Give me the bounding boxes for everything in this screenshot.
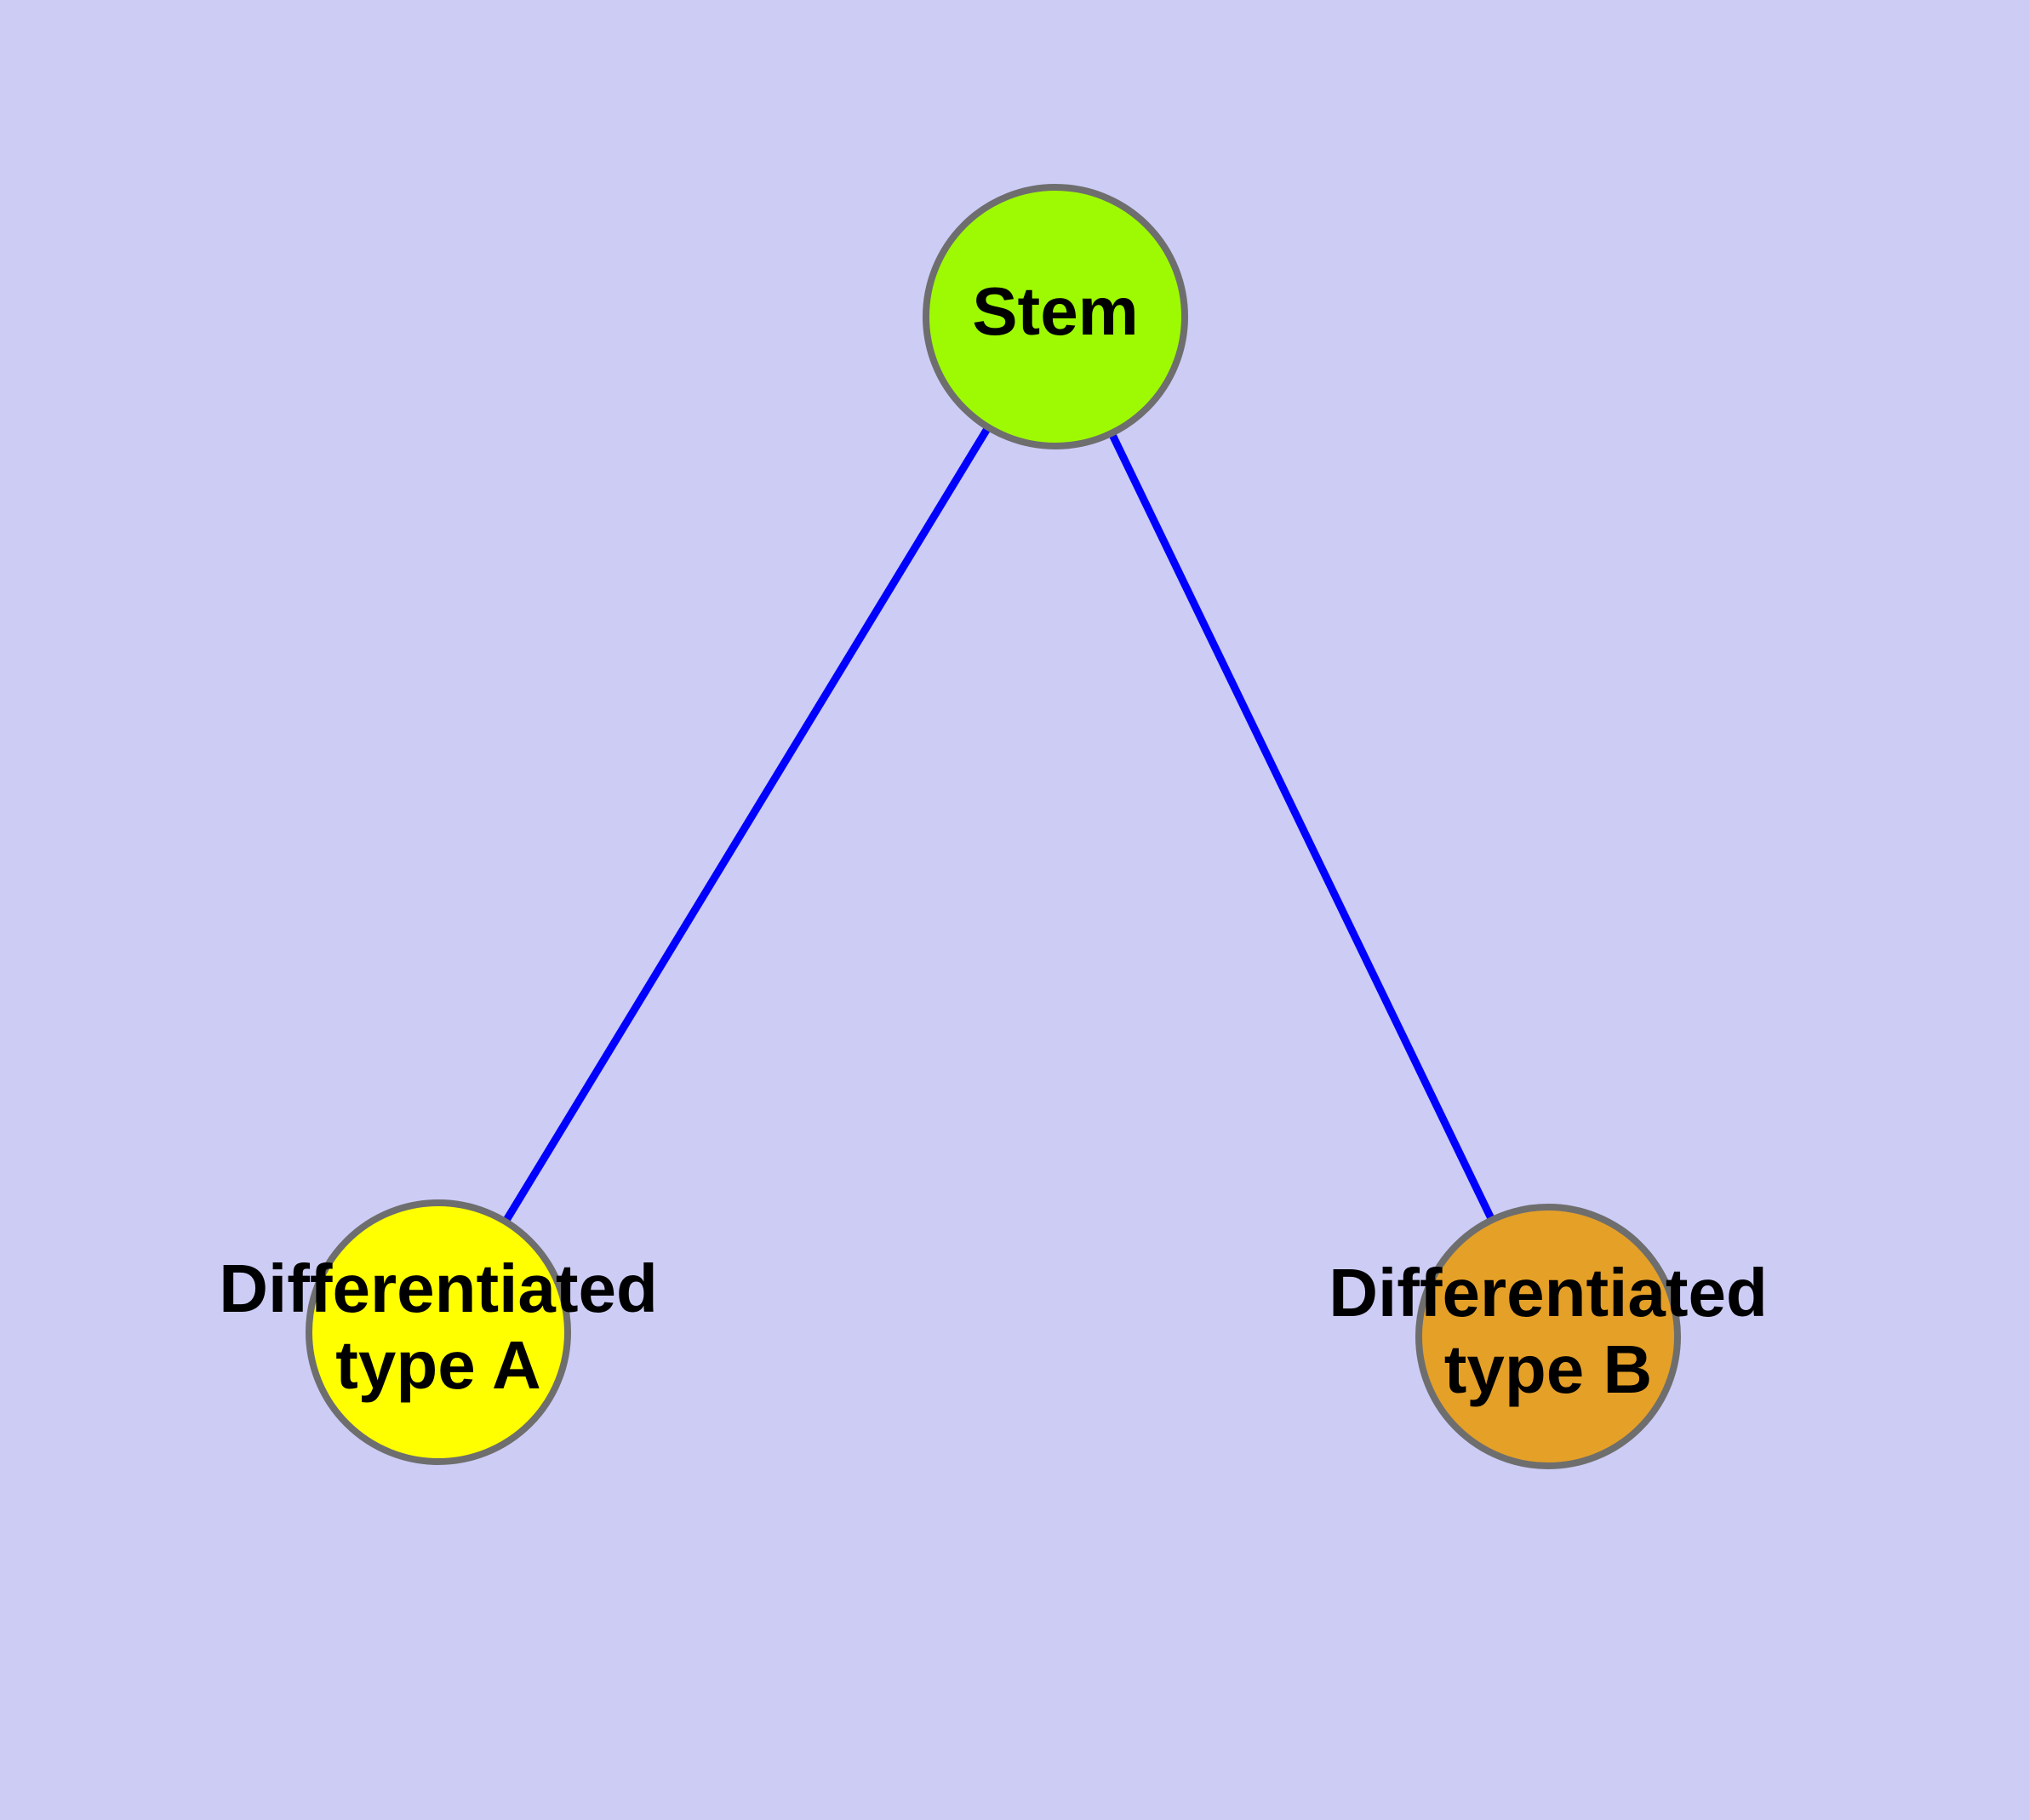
node-label-line: Stem [972, 273, 1139, 349]
edge-stem-to-diff-a [503, 426, 991, 1222]
edges-layer [503, 426, 1495, 1222]
node-circle-diff-b[interactable] [1415, 1204, 1681, 1469]
node-label-line: Differentiated [219, 1251, 658, 1326]
node-label-line: type B [1444, 1331, 1653, 1407]
node-circle-diff-a[interactable] [306, 1199, 571, 1465]
node-label-line: type A [335, 1327, 541, 1403]
node-stem[interactable]: Stem [923, 184, 1188, 449]
node-label-stem: Stem [972, 273, 1139, 349]
node-circle-stem[interactable] [923, 184, 1188, 449]
node-label-line: Differentiated [1329, 1255, 1768, 1331]
edge-stem-to-diff-b [1108, 432, 1495, 1221]
